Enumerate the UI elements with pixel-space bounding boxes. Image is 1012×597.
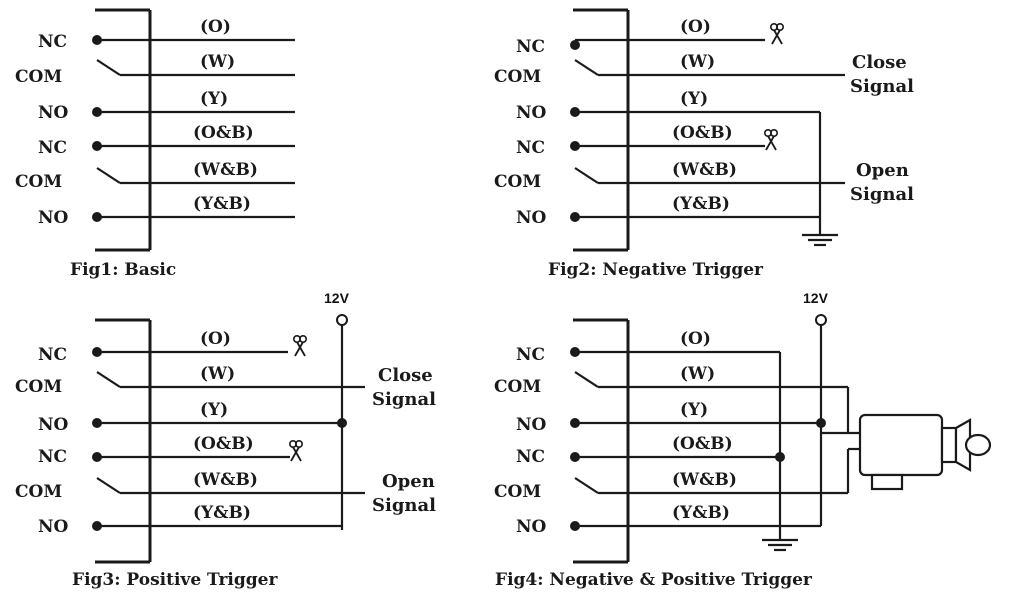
nc-label: NC — [516, 138, 545, 158]
caption-fig1: Fig1: Basic — [70, 260, 176, 280]
scissors-icon — [292, 335, 308, 357]
junction-dot — [337, 418, 347, 428]
nc-label: NC — [516, 447, 545, 467]
wire-label: (W) — [200, 52, 235, 72]
caption-fig2: Fig2: Negative Trigger — [548, 260, 764, 280]
nc-label: NC — [38, 345, 67, 365]
com-label: COM — [15, 67, 62, 87]
close-signal-label: Signal — [372, 389, 436, 410]
nc-label: NC — [516, 37, 545, 57]
wire-label: (W&B) — [672, 160, 737, 180]
no-label: NO — [516, 517, 547, 537]
close-signal-label: Signal — [850, 76, 914, 97]
terminal-dot — [570, 40, 580, 50]
wire-label: (Y) — [680, 89, 708, 109]
wire-label: (O&B) — [193, 434, 254, 454]
open-signal-label: Signal — [850, 184, 914, 205]
wire-label: (Y&B) — [193, 194, 251, 214]
wire-label: (W&B) — [672, 470, 737, 490]
junction-dot — [816, 418, 826, 428]
wire-label: (W) — [680, 52, 715, 72]
wire-label: (W&B) — [193, 160, 258, 180]
wire-label: (W) — [680, 364, 715, 384]
scissors-icon — [288, 440, 304, 462]
fig4-negative-positive-trigger: 12V NC COM NO NC COM NO — [494, 290, 992, 590]
wire-label: (Y) — [200, 400, 228, 420]
wire-label: (W) — [200, 364, 235, 384]
com-label: COM — [15, 172, 62, 192]
ground-symbol — [802, 233, 838, 247]
junction-dot — [775, 452, 785, 462]
no-label: NO — [38, 415, 69, 435]
fig1-basic: NC COM NO NC COM NO (O) (W) (Y) (O&B) (W… — [15, 8, 295, 280]
power-terminal — [815, 314, 827, 326]
close-signal-label: Close — [852, 52, 907, 73]
open-signal-label: Signal — [372, 495, 436, 516]
com-label: COM — [494, 377, 541, 397]
wire-label: (O&B) — [672, 434, 733, 454]
wire-label: (O&B) — [672, 123, 733, 143]
com-label: COM — [15, 377, 62, 397]
nc-label: NC — [38, 138, 67, 158]
wire-label: (Y&B) — [672, 194, 730, 214]
nc-label: NC — [38, 447, 67, 467]
com-label: COM — [15, 482, 62, 502]
fig3-positive-trigger: 12V NC COM NO NC COM NO — [15, 290, 436, 590]
nc-label: NC — [38, 32, 67, 52]
power-terminal — [336, 314, 348, 326]
wire-label: (O) — [200, 17, 231, 37]
wire-label: (O) — [680, 329, 711, 349]
siren-icon — [858, 413, 992, 491]
nc-label: NC — [516, 345, 545, 365]
voltage-label: 12V — [803, 290, 829, 306]
wire-label: (Y) — [680, 400, 708, 420]
no-label: NO — [516, 103, 547, 123]
wire-label: (O) — [200, 329, 231, 349]
scissors-icon — [769, 23, 785, 45]
wire-label: (Y) — [200, 89, 228, 109]
no-label: NO — [516, 415, 547, 435]
caption-fig3: Fig3: Positive Trigger — [72, 570, 278, 590]
fig2-negative-trigger: NC COM NO NC COM NO — [494, 8, 914, 280]
open-signal-label: Open — [382, 471, 435, 492]
voltage-label: 12V — [324, 290, 350, 306]
no-label: NO — [38, 517, 69, 537]
close-signal-label: Close — [378, 365, 433, 386]
com-label: COM — [494, 67, 541, 87]
com-label: COM — [494, 482, 541, 502]
wire-label: (O&B) — [193, 123, 254, 143]
wire-label: (W&B) — [193, 470, 258, 490]
no-label: NO — [516, 208, 547, 228]
caption-fig4: Fig4: Negative & Positive Trigger — [495, 570, 813, 590]
no-label: NO — [38, 103, 69, 123]
wire-label: (O) — [680, 17, 711, 37]
wire-label: (Y&B) — [193, 503, 251, 523]
com-label: COM — [494, 172, 541, 192]
scissors-icon — [763, 129, 779, 151]
wire-label: (Y&B) — [672, 503, 730, 523]
open-signal-label: Open — [856, 160, 909, 181]
ground-symbol — [762, 538, 798, 552]
no-label: NO — [38, 208, 69, 228]
